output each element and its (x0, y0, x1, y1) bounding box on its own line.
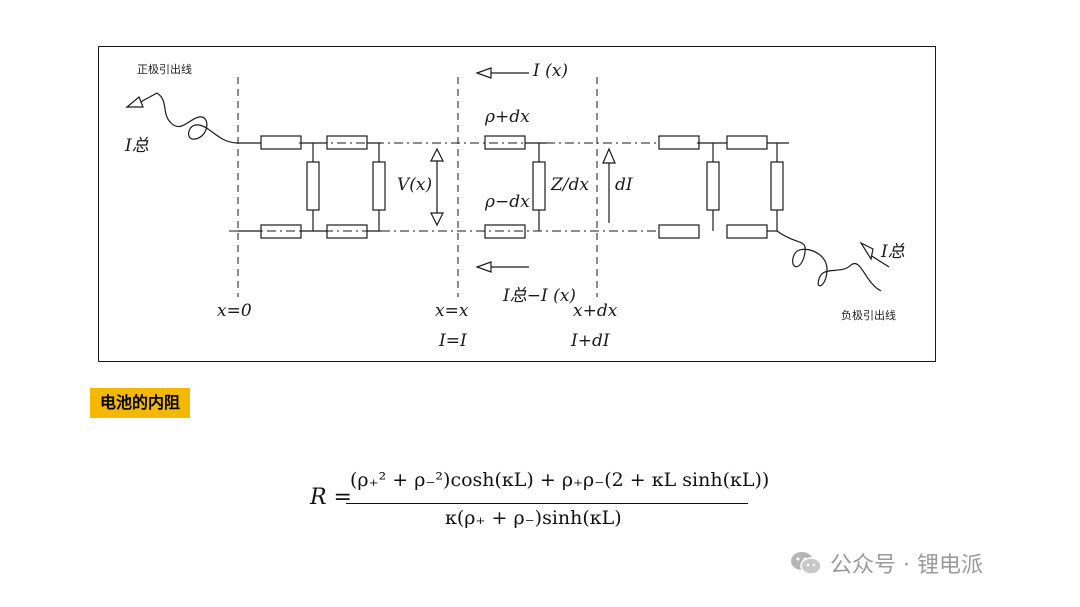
resistor-bottom-4 (726, 224, 768, 239)
resistor-top-2 (326, 135, 368, 150)
xx-label: x=x (435, 301, 469, 321)
rho-minus-label: ρ−dx (485, 192, 530, 212)
x0-label: x=0 (217, 301, 252, 321)
fraction-bar (346, 503, 748, 504)
current-top-label: I (x) (533, 61, 568, 81)
watermark: 公众号 · 锂电派 (790, 548, 983, 578)
resistor-top-4 (726, 135, 768, 150)
idi-label: I+dI (571, 331, 610, 351)
ii-label: I=I (439, 331, 467, 351)
negative-lead-label: 负极引出线 (841, 309, 896, 322)
positive-lead-wire (156, 92, 239, 144)
transmission-line-circuit (125, 67, 890, 297)
i-total-left-label: I总 (125, 136, 149, 156)
positive-lead-label: 正极引出线 (137, 63, 192, 76)
impedance-label: Z/dx (551, 175, 590, 195)
resistor-bottom-2 (326, 224, 368, 239)
shunt-resistor-mid (532, 161, 546, 211)
resistor-top-1 (260, 135, 302, 150)
xdx-label: x+dx (573, 301, 618, 321)
internal-resistance-formula: R = (ρ₊² + ρ₋²)cosh(κL) + ρ₊ρ₋(2 + κL si… (300, 463, 770, 543)
resistor-top-3 (658, 135, 700, 150)
formula-lhs: R = (310, 485, 352, 510)
rho-plus-label: ρ+dx (485, 107, 530, 127)
formula-numerator: (ρ₊² + ρ₋²)cosh(κL) + ρ₊ρ₋(2 + κL sinh(κ… (350, 469, 770, 491)
negative-lead-wire (776, 230, 882, 292)
resistor-top-mid (484, 135, 526, 150)
shunt-resistor-2 (372, 161, 386, 211)
i-total-right-label: I总 (881, 242, 905, 262)
section-title: 电池的内阻 (90, 388, 191, 418)
di-label: dI (615, 175, 633, 195)
resistor-bottom-1 (260, 224, 302, 239)
voltage-label: V(x) (397, 175, 433, 195)
circuit-diagram-frame: 正极引出线 负极引出线 I总 I总 I (x) ρ+dx ρ−dx Z/dx V… (98, 46, 936, 362)
resistor-bottom-3 (658, 224, 700, 239)
formula-denominator: κ(ρ₊ + ρ₋)sinh(κL) (445, 507, 622, 529)
watermark-text: 公众号 · 锂电派 (830, 553, 983, 578)
shunt-resistor-3 (706, 161, 720, 211)
current-bottom-label: I总−I (x) (503, 286, 576, 306)
shunt-resistor-1 (306, 161, 320, 211)
resistor-bottom-mid (484, 224, 526, 239)
shunt-resistor-4 (770, 161, 784, 211)
wechat-icon (791, 552, 822, 575)
